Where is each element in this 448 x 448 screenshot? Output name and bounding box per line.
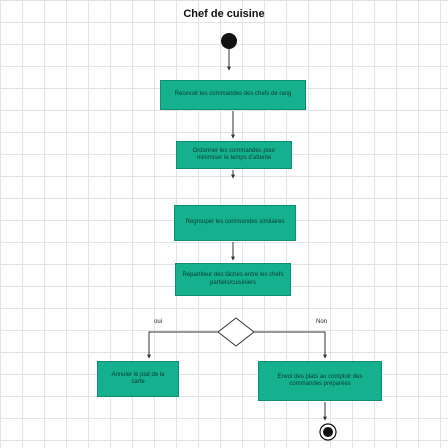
end-node-dot — [323, 427, 333, 437]
branch-label-yes: oui — [154, 319, 163, 325]
activity-group-orders: Regrouper les commandes similaires — [174, 205, 296, 241]
decision-diamond — [217, 317, 255, 347]
activity-order-commands: Ordonner les commandes pour minimiser le… — [176, 141, 292, 169]
activity-receive-orders: Recevoir les commandes des chefs de rang — [160, 80, 306, 110]
branch-label-no: Non — [316, 319, 328, 325]
connector-decision-right — [254, 331, 327, 359]
lane-title: Chef de cuisine — [183, 8, 265, 20]
activity-send-to-counter: Envoi des plats au comptoir des commande… — [258, 361, 382, 401]
activity-cancel-dish: Annuler le plat de la carte — [97, 361, 179, 397]
start-node — [221, 33, 237, 49]
connector-decision-left — [147, 331, 218, 359]
activity-dispatch-tasks: Répartiteur des tâches entre les chefs p… — [175, 263, 291, 296]
